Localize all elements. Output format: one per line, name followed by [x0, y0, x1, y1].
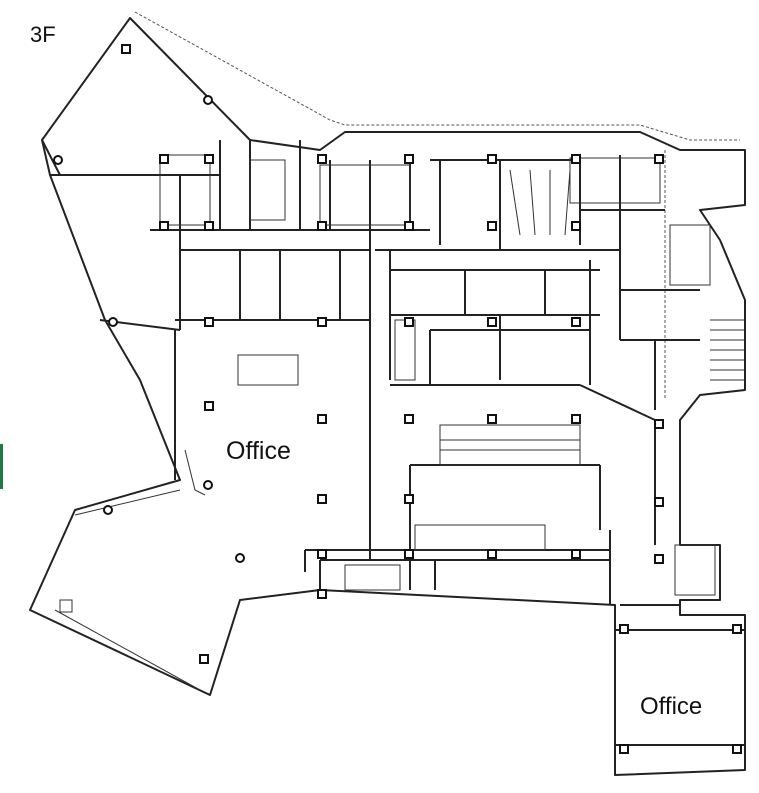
floor-level-label: 3F: [30, 22, 56, 47]
outer-walls: [29, 11, 746, 776]
room-label-main-office: Office: [226, 437, 291, 465]
detail-lines: [54, 154, 745, 691]
edge-marker: [0, 444, 3, 489]
columns: [53, 44, 742, 754]
room-label-annex-office: Office: [640, 693, 703, 720]
interior-walls: [41, 139, 745, 746]
